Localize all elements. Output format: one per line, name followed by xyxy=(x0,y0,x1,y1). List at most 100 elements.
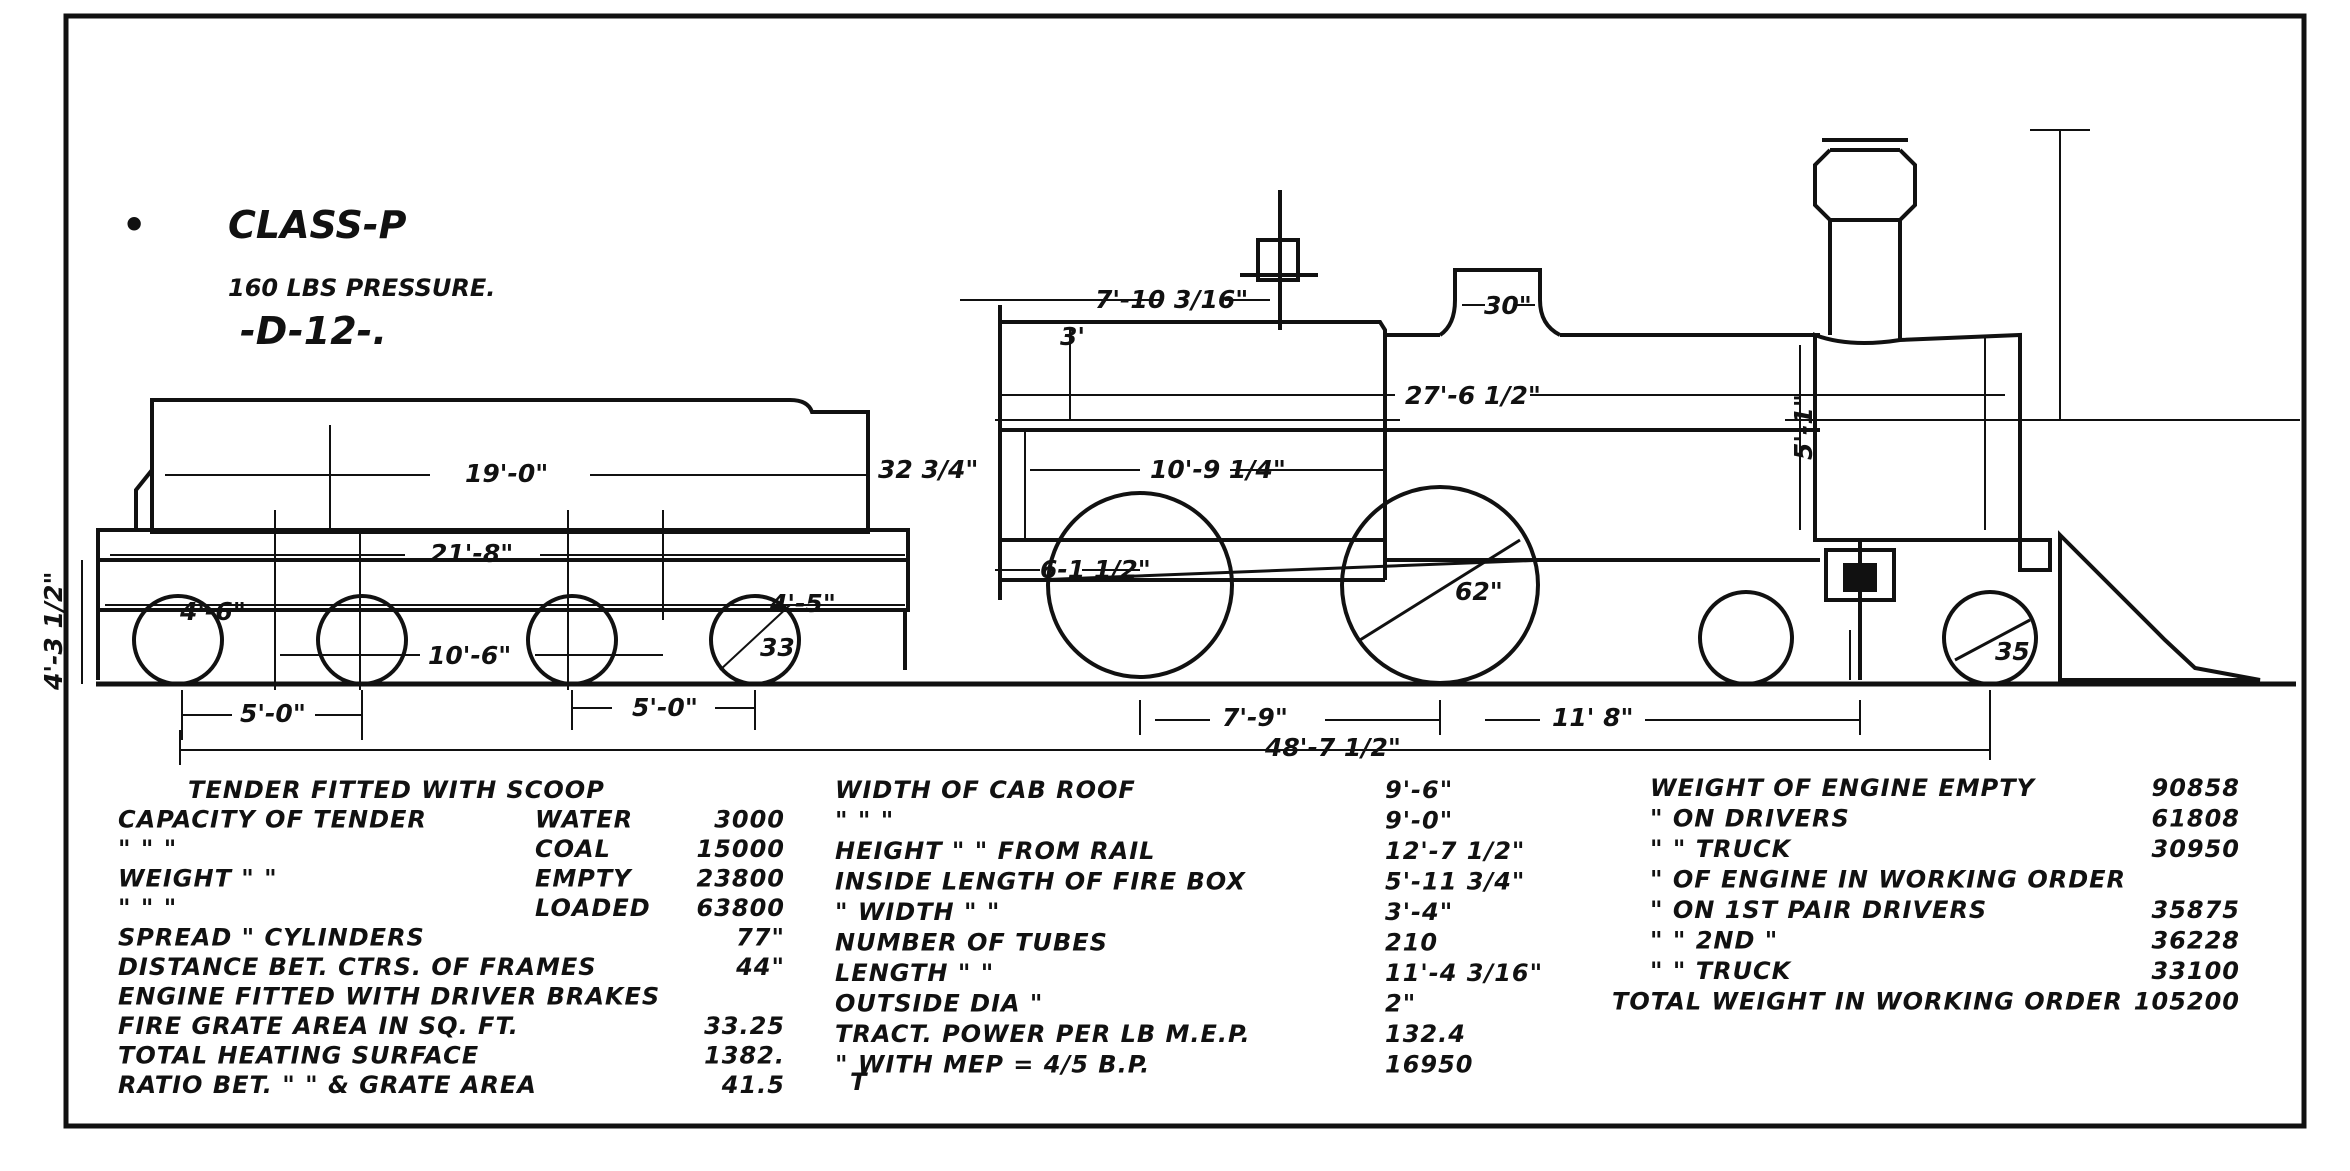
spec-left-value: 23800 xyxy=(697,865,786,893)
spec-mid-value: 5'-11 3/4" xyxy=(1385,868,1525,896)
spec-left-value: 33.25 xyxy=(704,1012,785,1040)
spec-right-value: 35875 xyxy=(2152,896,2241,924)
spec-right-value: 90858 xyxy=(2152,774,2241,802)
dim-smokebox-height: 5'-1" xyxy=(1789,394,1818,460)
spec-mid-value: 12'-7 1/2" xyxy=(1385,837,1525,865)
spec-right-value: 61808 xyxy=(2152,805,2241,833)
spec-left-label: " " " xyxy=(118,835,177,863)
spec-left-sublabel: LOADED xyxy=(535,894,651,922)
spec-mid-value: 132.4 xyxy=(1385,1020,1466,1048)
spec-left-value: 41.5 xyxy=(721,1071,785,1099)
spec-left-value: 44" xyxy=(735,953,785,981)
dim-tender-truck-right: 5'-0" xyxy=(632,693,698,722)
spec-left-value: 15000 xyxy=(697,835,786,863)
engine-boiler xyxy=(1000,138,2022,680)
spec-mid-value: 9'-0" xyxy=(1385,807,1453,835)
footer-mark: T xyxy=(850,1068,868,1096)
dim-firebox-length: 10'-9 1/4" xyxy=(1150,455,1286,484)
spec-left-label: " " " xyxy=(118,894,177,922)
spec-mid-label: TRACT. POWER PER LB M.E.P. xyxy=(835,1020,1251,1048)
spec-left-label: TENDER FITTED WITH SCOOP xyxy=(188,776,605,804)
spec-mid-value: 3'-4" xyxy=(1385,898,1453,926)
spec-right-label: " " TRUCK xyxy=(1650,835,1793,863)
dim-dome-width: 30" xyxy=(1484,291,1532,320)
dim-driver-wheelbase: 7'-9" xyxy=(1222,703,1288,732)
spec-right-label: " ON 1ST PAIR DRIVERS xyxy=(1650,896,1987,924)
spec-left-value: 77" xyxy=(736,924,785,952)
spec-left-sublabel: EMPTY xyxy=(535,865,633,893)
dim-cab-length: 7'-10 3/16" xyxy=(1095,285,1248,314)
spec-right-value: 33100 xyxy=(2152,957,2241,985)
spec-left-label: TOTAL HEATING SURFACE xyxy=(118,1042,479,1070)
spec-mid-value: 16950 xyxy=(1385,1051,1474,1079)
dim-tender-height-left: 4'-3 1/2" xyxy=(39,572,68,691)
dim-tender-wheel-diameter: 33 xyxy=(760,633,795,662)
dim-total-wheelbase: 48'-7 1/2" xyxy=(1264,733,1401,762)
tender-wheel xyxy=(132,594,224,686)
spec-right-value: 105200 xyxy=(2134,988,2240,1016)
spec-mid-label: OUTSIDE DIA " xyxy=(835,990,1043,1018)
driver-wheel xyxy=(1340,485,1540,685)
spec-left-label: SPREAD " CYLINDERS xyxy=(118,924,425,952)
spec-right-label: " " TRUCK xyxy=(1650,957,1793,985)
specs-right-table: WEIGHT OF ENGINE EMPTY 90858 " ON DRIVERS 6… xyxy=(1612,774,2241,1016)
tender-dimension-lines xyxy=(81,425,1990,765)
spec-mid-label: " WITH MEP = 4/5 B.P. xyxy=(835,1051,1150,1079)
spec-mid-value: 11'-4 3/16" xyxy=(1385,959,1543,987)
tender-wheel xyxy=(316,594,408,686)
dim-tender-truck-left: 5'-0" xyxy=(240,699,306,728)
spec-mid-label: " " " xyxy=(835,807,894,835)
spec-right-value: 30950 xyxy=(2152,835,2241,863)
tender-wheels xyxy=(132,594,801,686)
tender-wheel xyxy=(709,594,801,686)
spec-mid-label: " WIDTH " " xyxy=(835,898,1000,926)
spec-right-label: " OF ENGINE IN WORKING ORDER xyxy=(1650,866,2126,894)
dim-tender-axle-spacing: 10'-6" xyxy=(428,641,511,670)
spec-left-sublabel: WATER xyxy=(535,806,633,834)
spec-mid-label: LENGTH " " xyxy=(835,959,994,987)
spec-left-value: 63800 xyxy=(697,894,786,922)
dim-cab-side: 3' xyxy=(1060,322,1085,351)
truck-wheel xyxy=(1698,590,1794,686)
spec-mid-label: WIDTH OF CAB ROOF xyxy=(835,776,1136,804)
spec-left-value: 1382. xyxy=(704,1042,785,1070)
dim-tender-wheel-label: 4'-6" xyxy=(179,597,246,626)
dim-engine-wheelbase: 11' 8" xyxy=(1552,703,1634,732)
class-code: -D-12-. xyxy=(240,309,387,353)
dim-tender-wheel-small: 4'-5" xyxy=(769,589,836,618)
spec-right-label: WEIGHT OF ENGINE EMPTY xyxy=(1650,774,2037,802)
truck-wheel xyxy=(1942,590,2038,686)
spec-mid-value: 9'-6" xyxy=(1385,776,1453,804)
spec-right-label: " ON DRIVERS xyxy=(1650,805,1850,833)
spec-left-sublabel: COAL xyxy=(535,835,611,863)
tender-wheel xyxy=(526,594,618,686)
spec-left-label: ENGINE FITTED WITH DRIVER BRAKES xyxy=(118,983,660,1011)
tender xyxy=(96,398,910,690)
spec-mid-value: 210 xyxy=(1385,929,1438,957)
engine-dimension-lines xyxy=(960,129,2300,760)
class-title: CLASS-P xyxy=(228,203,407,247)
dim-piston-stroke: 6-1 1/2" xyxy=(1040,555,1151,584)
spec-left-label: CAPACITY OF TENDER xyxy=(118,806,427,834)
class-bullet: • xyxy=(122,203,146,247)
drawing-border xyxy=(63,13,2307,1129)
dim-tender-frame-length: 21'-8" xyxy=(430,539,513,568)
engine-cab xyxy=(998,190,1387,600)
spec-left-label: DISTANCE BET. CTRS. OF FRAMES xyxy=(118,953,597,981)
dim-boiler-length: 27'-6 1/2" xyxy=(1405,381,1541,410)
pressure-label: 160 LBS PRESSURE. xyxy=(228,274,495,302)
engine-wheels xyxy=(1034,485,2038,686)
dim-truck-wheel-diameter: 35 xyxy=(1995,637,2030,666)
spec-left-label: WEIGHT " " xyxy=(118,865,278,893)
spec-mid-value: 2" xyxy=(1385,990,1416,1018)
spec-left-label: FIRE GRATE AREA IN SQ. FT. xyxy=(118,1012,519,1040)
driver-wheel xyxy=(1046,491,1234,679)
spec-mid-label: HEIGHT " " FROM RAIL xyxy=(835,837,1155,865)
spec-mid-label: NUMBER OF TUBES xyxy=(835,929,1108,957)
dim-tender-tank-length: 19'-0" xyxy=(465,459,548,488)
dim-tender-tank-height: 32 3/4" xyxy=(878,455,978,484)
dim-driver-diameter: 62" xyxy=(1455,577,1503,606)
spec-left-label: RATIO BET. " " & GRATE AREA xyxy=(118,1071,537,1099)
